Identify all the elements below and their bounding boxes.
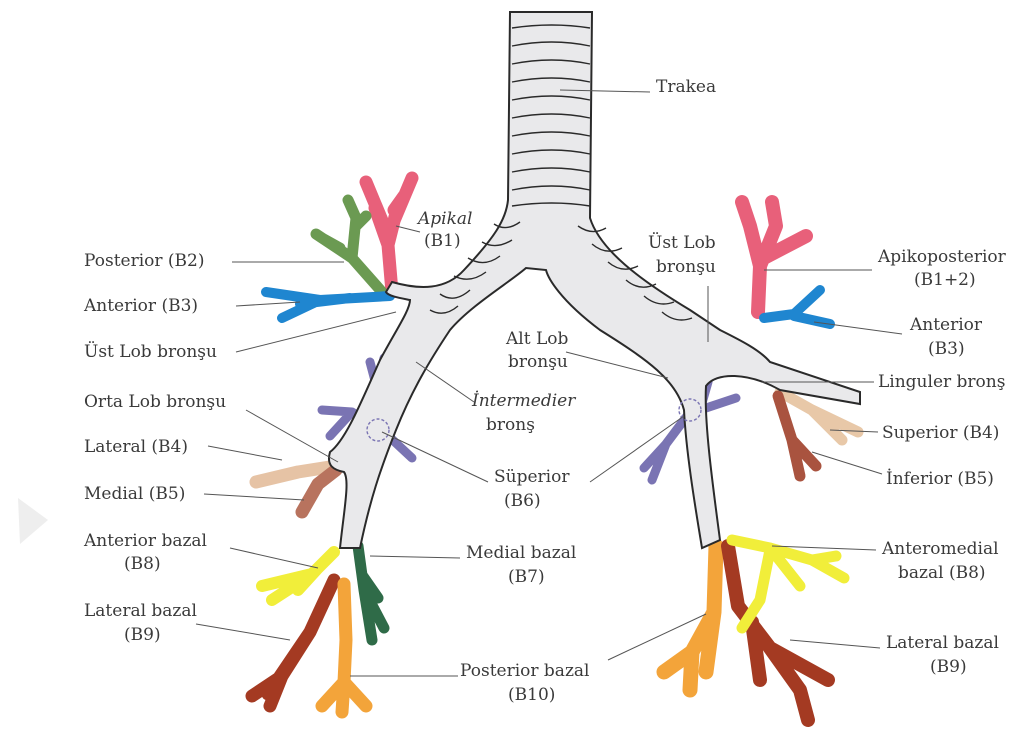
label-lateral-bazal-left-code: (B9) <box>930 657 967 677</box>
leader-inferior-b5-l <box>812 452 882 474</box>
leader-medial-bazal <box>370 556 460 558</box>
label-lateral-bazal-right: Lateral bazal <box>84 601 197 621</box>
leader-lateral-bazal-r <box>196 624 290 640</box>
label-posterior-b2: Posterior (B2) <box>84 251 205 271</box>
label-orta-lob: Orta Lob bronşu <box>84 392 226 412</box>
label-apikal: Apikal <box>416 209 472 229</box>
leader-lateral-bazal-l <box>790 640 880 648</box>
label-anterior-bazal-code: (B8) <box>124 554 161 574</box>
label-anteromedial: Anteromedial <box>881 539 999 559</box>
label-alt-lob-2: bronşu <box>508 352 568 372</box>
label-intermedier-bronş: bronş <box>486 415 535 435</box>
leader-intermedier <box>416 362 474 402</box>
label-apikoposterior: Apikoposterior <box>877 247 1007 267</box>
leader-anterior-b3-r <box>236 302 300 306</box>
branch-apikoposterior-b1-2 <box>742 202 806 312</box>
label-ust-lob-left-2: bronşu <box>656 257 716 277</box>
leader-superior-b6-r <box>382 432 488 482</box>
watermark-mark <box>18 498 48 544</box>
label-anterior-bazal: Anterior bazal <box>83 531 207 551</box>
leader-lateral-b4 <box>208 446 282 460</box>
label-posterior-bazal: Posterior bazal <box>460 661 589 681</box>
label-alt-lob: Alt Lob <box>505 329 568 349</box>
branch-posterior-bazal-b10-left <box>664 546 716 690</box>
label-ust-lob-left: Üst Lob <box>648 232 716 253</box>
label-inferior-b5-left: İnferior (B5) <box>886 468 994 489</box>
label-ust-lob-right: Üst Lob bronşu <box>84 341 217 362</box>
leader-orta-lob <box>246 410 338 462</box>
leader-medial-b5 <box>204 494 304 500</box>
label-trakea: Trakea <box>656 77 716 97</box>
leader-apikal <box>396 226 420 232</box>
label-lateral-bazal-left: Lateral bazal <box>886 633 999 653</box>
leader-ust-lob-r <box>236 312 396 352</box>
label-linguler: Linguler bronş <box>878 372 1005 392</box>
label-medial-bazal: Medial bazal <box>466 543 576 563</box>
label-medial-b5-right: Medial (B5) <box>84 484 185 504</box>
label-anterior-b3-left-code: (B3) <box>928 339 965 359</box>
label-anteromedial-code: bazal (B8) <box>898 563 986 583</box>
label-superior-b4-left: Superior (B4) <box>882 423 999 443</box>
label-apikal-code: (B1) <box>424 231 461 251</box>
label-medial-bazal-code: (B7) <box>508 567 545 587</box>
branch-anterior-b3-left <box>764 290 830 324</box>
branch-anterior-b3-right <box>266 292 390 318</box>
label-superior-b6-code: (B6) <box>504 491 541 511</box>
label-posterior-bazal-code: (B10) <box>508 685 555 705</box>
label-anterior-b3-right: Anterior (B3) <box>83 296 198 316</box>
label-lateral-bazal-right-code: (B9) <box>124 625 161 645</box>
label-intermedier: İntermedier <box>471 390 576 411</box>
branch-medial-bazal-b7-right <box>358 546 384 640</box>
trachea <box>329 12 860 548</box>
leader-superior-b6-l <box>590 416 684 482</box>
branch-lateral-bazal-b9-right <box>252 580 334 706</box>
label-apikoposterior-code: (B1+2) <box>914 270 976 290</box>
label-anterior-b3-left: Anterior <box>909 315 983 335</box>
label-lateral-b4-right: Lateral (B4) <box>84 437 188 457</box>
label-superior-b6: Süperior <box>494 467 570 487</box>
branch-anteromedial-bazal-b8-left <box>732 540 844 628</box>
leader-anterior-bazal-r <box>230 548 318 568</box>
